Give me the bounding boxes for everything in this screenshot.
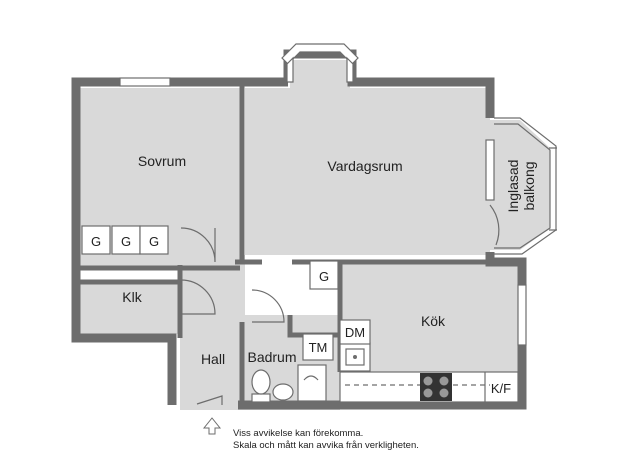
tm-box	[302, 333, 334, 361]
balkong-outline	[494, 117, 557, 255]
wardrobe-2	[111, 225, 141, 255]
room-label-hall: Hall	[201, 351, 225, 367]
room-label-vardagsrum: Vardagsrum	[327, 158, 402, 174]
vardagsrum-area	[245, 60, 490, 255]
door-swings	[180, 204, 500, 405]
bay-window	[281, 43, 359, 83]
entrance-arrow-icon	[202, 417, 222, 435]
balkong-label-line1: Inglasad	[505, 160, 521, 213]
wardrobe-label-2: G	[121, 234, 131, 249]
window-kok	[517, 284, 527, 346]
kf-label: K/F	[491, 381, 511, 396]
wardrobe-3	[139, 225, 169, 255]
dm-box	[339, 319, 371, 345]
shower	[297, 364, 327, 402]
window-vardagsrum	[485, 139, 495, 201]
bathroom-sink	[272, 383, 294, 401]
wardrobe-1	[81, 225, 111, 255]
tm-label: TM	[309, 340, 328, 355]
toilet-tank	[251, 393, 271, 403]
klk-area	[80, 282, 180, 334]
toilet	[251, 369, 271, 395]
wardrobe-label-4: G	[319, 269, 329, 284]
disclaimer-line-2: Skala och mått kan avvika från verklighe…	[233, 440, 419, 451]
stove	[420, 373, 452, 401]
disclaimer-line-1: Viss avvikelse kan förekomma.	[233, 428, 363, 439]
dm-label: DM	[345, 325, 365, 340]
room-label-balkong: Inglasad balkong	[505, 160, 537, 213]
window-sovrum	[119, 77, 171, 87]
hall-area	[180, 255, 245, 410]
balkong-label-line2: balkong	[521, 161, 537, 210]
wardrobe-label-3: G	[149, 234, 159, 249]
wardrobe-label-1: G	[91, 234, 101, 249]
room-label-kok: Kök	[421, 313, 446, 329]
room-label-badrum: Badrum	[247, 349, 296, 365]
wardrobe-4	[309, 260, 339, 290]
room-label-sovrum: Sovrum	[138, 153, 186, 169]
balkong-area	[490, 120, 550, 250]
room-label-klk: Klk	[122, 289, 142, 305]
